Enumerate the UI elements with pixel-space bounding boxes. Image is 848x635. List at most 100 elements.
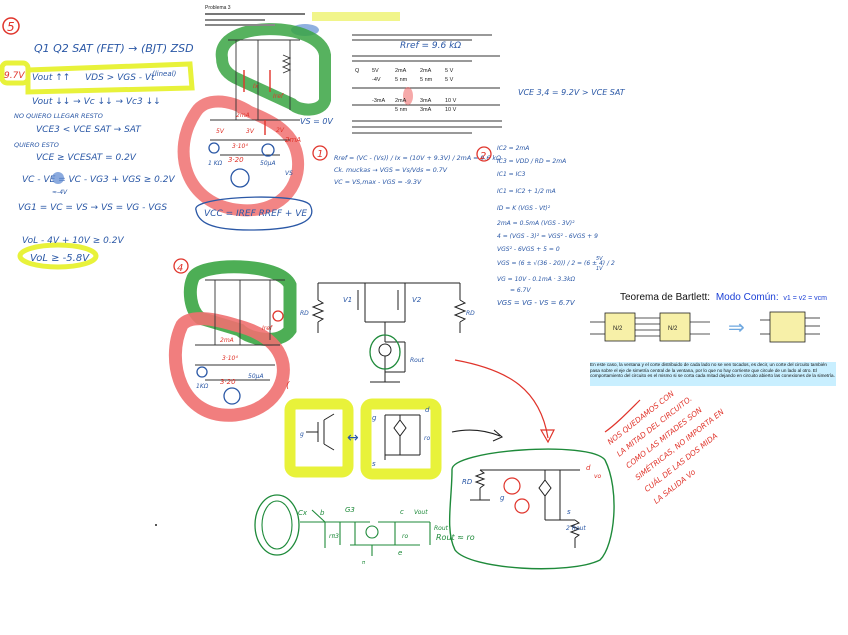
p2-line-0: IC2 = 2mA [497,145,529,152]
bottom-b: b [320,509,325,517]
eq-g-left: g [300,431,304,438]
p5-line8-sub: ≈-4V [52,189,68,196]
bottom-rout: Rout [434,525,449,532]
label-50ua: 50µA [260,160,276,167]
p4-label-3-10-4: 3·10⁴ [222,355,238,362]
yellow-ellipse-result [17,242,99,270]
half-rout: 2 Rout [566,525,586,532]
bartlett-slide: Teorema de Bartlett: Modo Común: v1 = v2… [590,292,827,343]
problem-5-number: 5 [7,20,15,34]
p2-line-1: IC3 = VDD / RD = 2mA [497,158,566,165]
p4-paren: ( [286,381,290,391]
diff-rd-left: RD [300,310,309,317]
red-arrow-head [539,429,555,444]
printed-title: Problema 3 [205,5,231,11]
p5-line7: VCE ≥ VCESAT = 0.2V [36,153,137,163]
problem-1-notes: 1 Rref = (VC - (Vs)) / Ix = (10V + 9.3V)… [312,145,501,186]
label-3v: 3V [246,128,255,135]
fet-equivalence-labels: g ↔ d s g ro [300,406,430,468]
printed-problem: Problema 3 Rref = 9.6 kΩ [205,5,502,134]
printed-rref: Rref = 9.6 kΩ [400,41,461,51]
table-cell: 5 nm [395,107,408,113]
diff-pair [311,282,467,383]
top-circuit [208,39,300,188]
bottom-pi: π [362,560,366,566]
eq-ro: ro [424,435,430,442]
slide-block-left: N/2 [613,326,623,332]
diff-v1: V1 [343,296,352,304]
p5-line3: Vout ↓↓ → Vc ↓↓ → Vc3 ↓↓ [32,97,161,107]
bottom-cx: Cx [298,509,308,517]
problem-4: 4 2mA 3·10⁴ 50µA 1KΩ 3·20 Iref ( [173,258,290,405]
p4-label-iref: Iref [262,325,273,332]
problem-1-number: 1 [317,149,323,160]
table-cell: 3mA [420,98,432,104]
p2-line-4: ID = K (VGS - Vt)² [497,205,551,212]
p2-line-3: IC1 = IC2 + 1/2 mA [497,188,556,195]
bottom-rpi: rπ3 [329,533,339,540]
problem-5-circle [2,17,20,35]
yellow-highlight-line2 [25,61,195,95]
slide-title-mode: Modo Común: [716,292,779,303]
yellow-highlight-title [312,12,400,21]
bottom-vout: Vout [414,509,428,516]
eq-g: g [372,414,377,422]
p5-result: VoL ≥ -5.8V [30,253,90,264]
p5-line2-left: Vout ↑↑ [32,73,70,83]
yellow-box-model [360,398,442,480]
problem-4-number: 4 [177,263,183,274]
table-cell: 5 nm [420,77,433,83]
problem-2-notes: 2 IC2 = 2mA IC3 = VDD / RD = 2mA IC1 = I… [476,145,615,307]
p4-label-1k: 1KΩ [196,383,209,390]
half-s: s [567,508,571,516]
table-cell: 10 V [445,107,457,113]
p4-label-50ua: 50µA [248,373,264,380]
p2-line-10: = 6.7V [510,287,531,294]
table-cell: 2mA [395,98,407,104]
p1-line3: VC = VS,max - VGS = -9.3V [334,179,422,186]
eq-arrow: ↔ [347,430,359,446]
p5-line2-mid: VDS > VGS - Vt [85,73,155,83]
eq-d: d [425,406,430,414]
slide-title-cond: v1 = v2 = vcm [783,295,827,302]
p5-line1: Q1 Q2 SAT (FET) → (BJT) ZSD [34,42,194,55]
problem-5-notes: 5 Q1 Q2 SAT (FET) → (BJT) ZSD 9.7V Vout … [2,17,194,264]
bottom-c: c [400,508,404,516]
p5-line5: VCE3 < VCE SAT → SAT [36,125,142,135]
label-ix: Ix [253,83,259,90]
label-2v: 2V [276,127,285,134]
red-annotation-arrow [604,399,641,433]
eq-s: s [372,460,376,468]
label-2ma-top: 2mA [236,112,250,119]
half-g: g [500,494,505,502]
p5-line2-right: (lineal) [152,70,177,78]
table-cell: 5 V [445,68,454,74]
p4-label-3-20: 3·20 [220,378,236,386]
label-iref: Iref [273,93,284,100]
slide-title: Teorema de Bartlett: Modo Común: v1 = v2… [620,292,827,303]
green-highlight-p4 [183,260,297,346]
bottom-circuit: Cx b G3 rπ3 c Vout e Rout Rout ≈ ro ro π [254,494,475,566]
red-arrow-curve [454,359,549,439]
label-5v: 5V [216,128,225,135]
p5-line8: VC - VE = VC - VG3 + VGS ≥ 0.2V [22,175,175,185]
p5-line9: VG1 = VC = VS → VS = VG - VGS [18,203,167,213]
p5-line10: VoL - 4V + 10V ≥ 0.2V [22,236,124,246]
red-highlight-top [177,95,305,217]
p2-line-9: VG = 10V - 0.1mA · 3.3kΩ [497,276,576,283]
fet-equivalence [306,413,421,460]
table-cell: 3mA [420,107,432,113]
label-2ma-b: 2mA [285,136,301,144]
p5-line4: NO QUIERO LLEGAR RESTO [14,112,103,120]
vce-note: VCE 3,4 = 9.2V > VCE SAT [518,88,626,97]
stray-dot [155,524,157,526]
p2-root-top: 5V [596,256,603,262]
p5-blue-dot [52,172,64,184]
black-arrow-head [492,429,504,442]
p2-line-5: 2mA = 0.5mA (VGS - 3V)² [497,220,575,227]
bottom-g3: G3 [345,506,355,514]
table-cell: 2mA [420,68,432,74]
vcc-formula: VCC = IREF RREF + VE [195,196,313,231]
